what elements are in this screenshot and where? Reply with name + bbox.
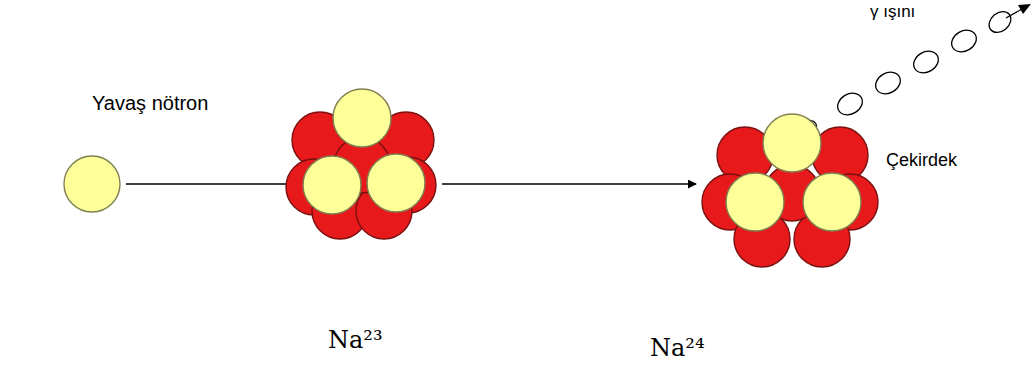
gamma-loop (985, 7, 1015, 36)
neutron (64, 156, 120, 212)
nucleus-label: Çekirdek (886, 150, 957, 171)
gamma-loop (948, 26, 981, 56)
particle-shape (298, 85, 438, 240)
arrow-connector (126, 183, 294, 185)
gamma-loop (872, 68, 905, 98)
isotope-label: Na²³ (328, 327, 383, 355)
na23-nucleus: Na²³ (298, 85, 438, 240)
neutron-label: Yavaş nötron (92, 92, 208, 115)
gamma-label: γ ışını (870, 2, 915, 22)
neutron (763, 114, 821, 172)
arrow-connector (442, 183, 696, 185)
neutron (367, 154, 425, 212)
slow-neutron: Yavaş nötron (62, 154, 122, 214)
gamma-loop (910, 47, 943, 77)
gamma-arrow-line (1006, 9, 1022, 18)
na24-nucleus: Na²⁴ (700, 105, 880, 270)
neutron (726, 173, 784, 231)
neutron (303, 156, 361, 214)
neutron (333, 89, 391, 147)
gamma-arrow-head (1018, 4, 1031, 14)
neutron (803, 173, 861, 231)
particle-shape (62, 154, 122, 214)
gamma-loop (834, 89, 867, 119)
isotope-label: Na²⁴ (650, 335, 705, 363)
particle-shape (700, 105, 880, 270)
